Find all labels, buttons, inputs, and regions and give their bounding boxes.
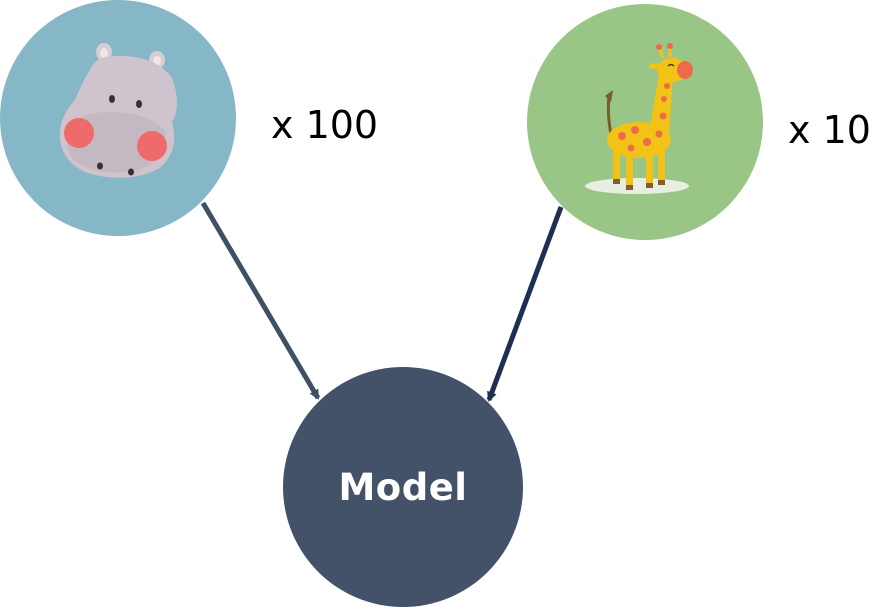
hippo-node	[0, 0, 236, 236]
giraffe-count-label: x 10	[788, 108, 871, 152]
giraffe-node	[527, 4, 763, 240]
model-node: Model	[283, 367, 523, 607]
giraffe-icon	[585, 43, 693, 194]
hippo-icon	[59, 43, 177, 178]
model-label: Model	[338, 465, 468, 509]
hippo-count-label: x 100	[271, 103, 379, 147]
